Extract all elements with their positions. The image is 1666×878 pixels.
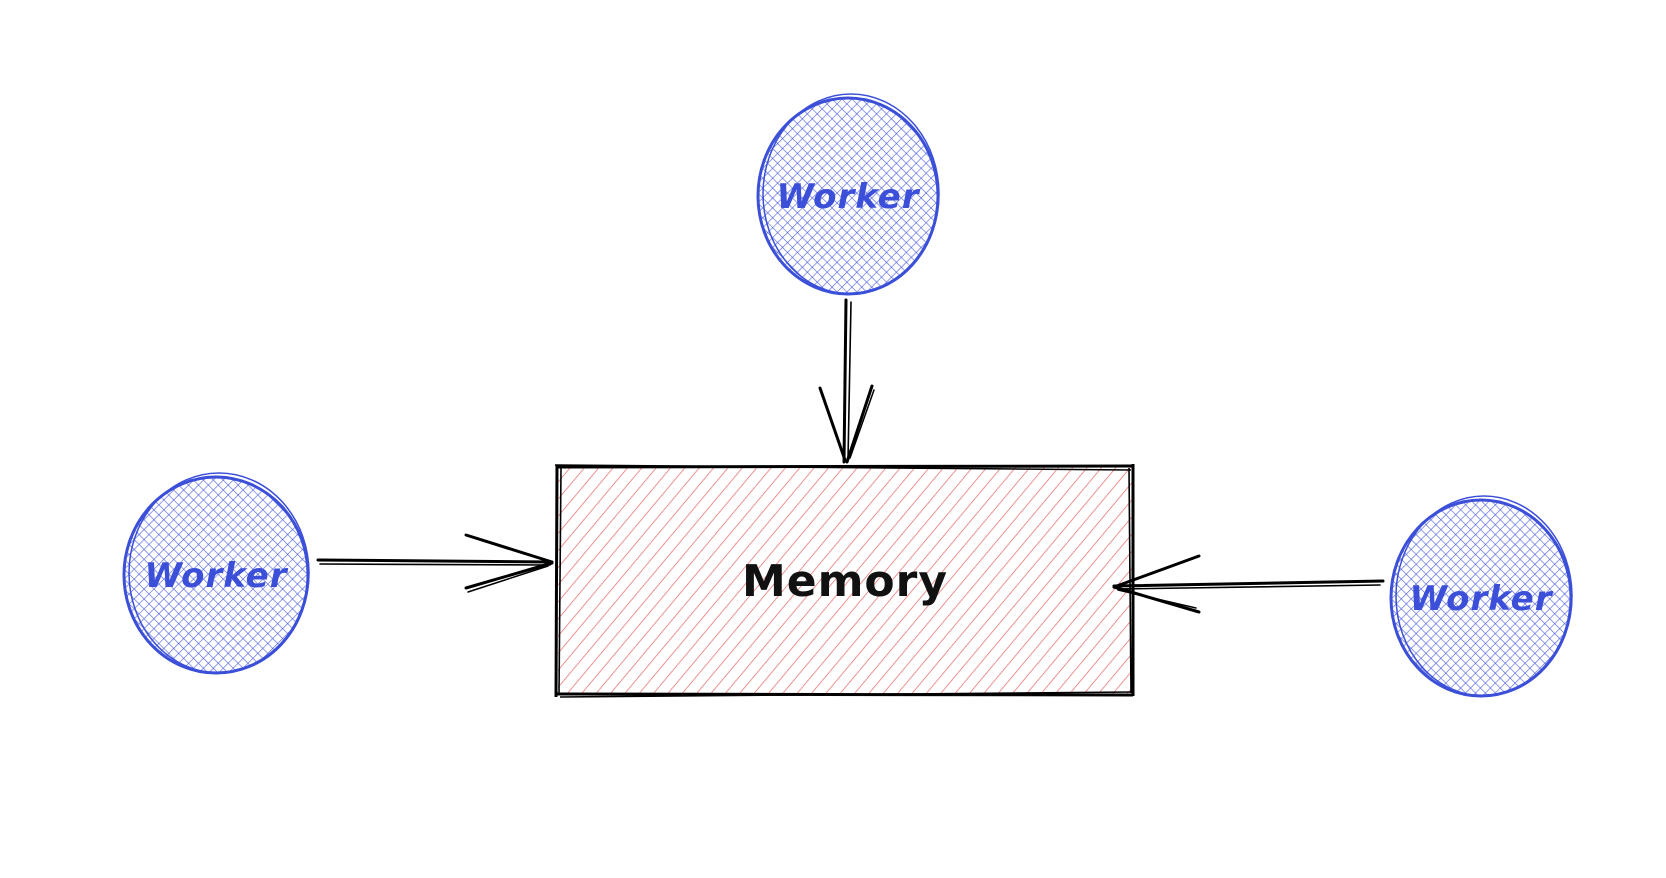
arrow-right-to-memory — [1112, 554, 1385, 614]
worker-label-right: Worker — [1410, 579, 1554, 619]
memory-label: Memory — [742, 556, 948, 607]
memory-block: Memory — [554, 464, 1135, 698]
worker-node-top: Worker — [756, 93, 940, 296]
arrow-top-to-memory — [818, 298, 875, 464]
worker-label-top: Worker — [777, 177, 921, 217]
worker-node-right: Worker — [1389, 495, 1573, 698]
worker-node-left: Worker — [122, 472, 310, 675]
worker-label-left: Worker — [145, 556, 289, 596]
arrow-left-to-memory — [316, 533, 554, 593]
